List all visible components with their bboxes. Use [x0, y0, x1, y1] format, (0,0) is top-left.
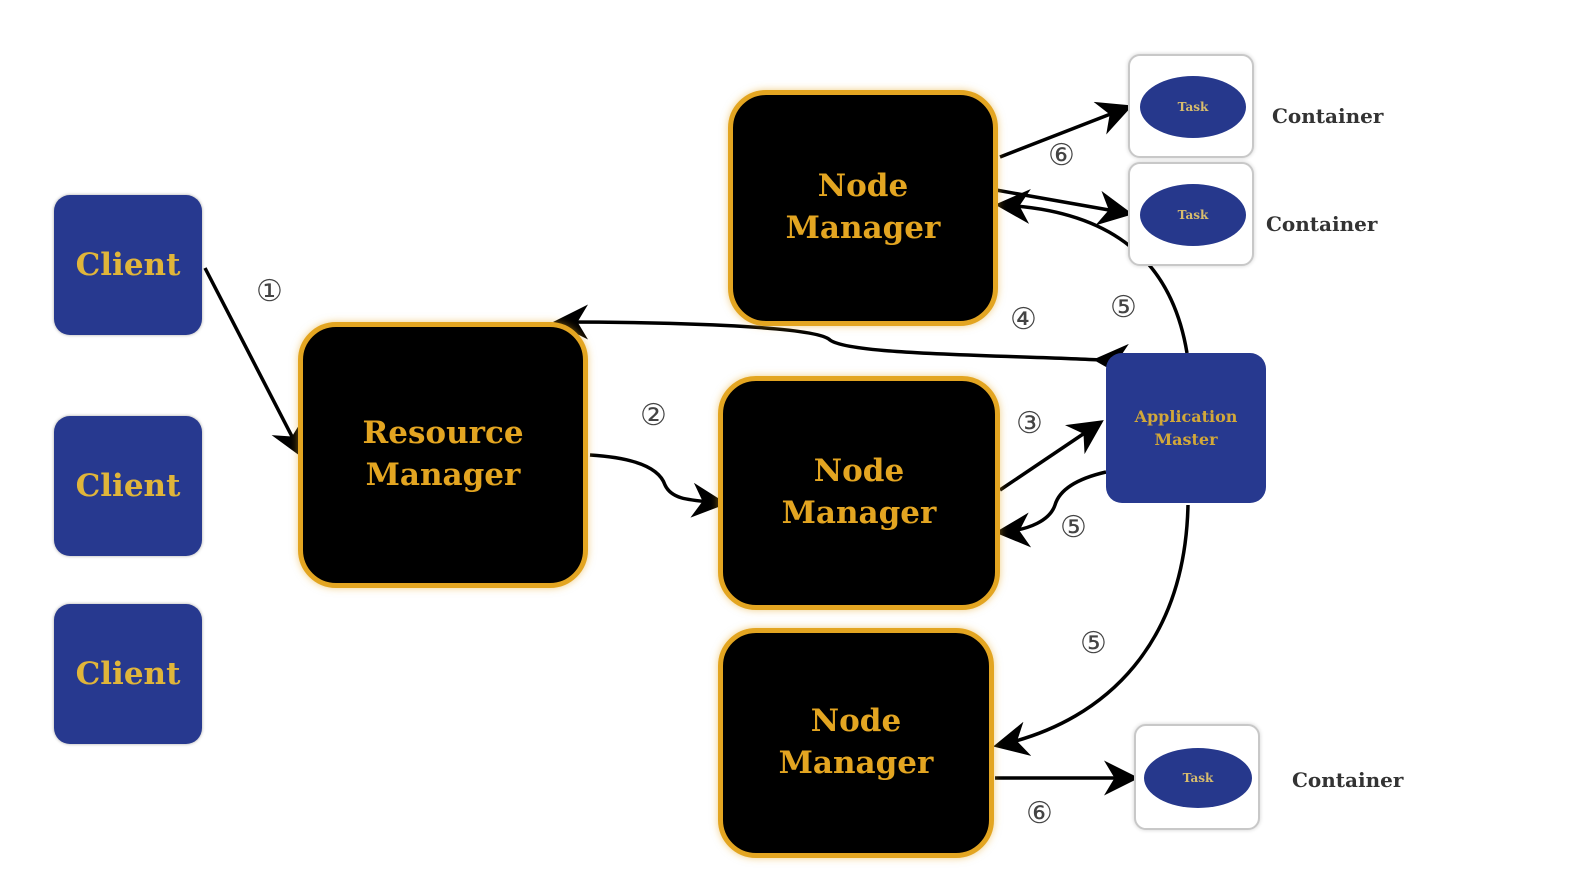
arrow-am-to-nm3 [993, 504, 1190, 756]
node-manager-box-1: Node Manager [728, 90, 998, 326]
task-ellipse: Task [1144, 748, 1252, 808]
task-label: Task [1177, 208, 1209, 222]
arrow-nm1-to-task1 [999, 101, 1133, 159]
container-box-2: Task [1128, 162, 1254, 266]
arrow-nm2-to-am [999, 420, 1104, 492]
arrow-client-to-rm [203, 267, 304, 459]
arrow-am-to-nm1 [995, 188, 1189, 354]
client-label: Client [75, 468, 181, 504]
step-number-1: ① [256, 274, 283, 309]
step-number-5: ⑤ [1080, 626, 1107, 661]
resource-manager-label: Resource Manager [362, 415, 524, 493]
step-number-4: ④ [1010, 302, 1037, 337]
client-box-1: Client [54, 195, 202, 335]
container-label: Container [1266, 212, 1378, 236]
step-number-6: ⑥ [1048, 138, 1075, 173]
client-box-2: Client [54, 416, 202, 556]
arrow-am-to-nm2 [995, 470, 1107, 548]
step-number-5: ⑤ [1110, 290, 1137, 325]
step-number-2: ② [640, 398, 667, 433]
client-label: Client [75, 247, 181, 283]
node-manager-box-3: Node Manager [718, 628, 994, 858]
container-box-1: Task [1128, 54, 1254, 158]
step-number-3: ③ [1016, 406, 1043, 441]
container-box-3: Task [1134, 724, 1260, 830]
arrow-rm-to-nm2 [589, 453, 727, 518]
node-manager-box-2: Node Manager [718, 376, 1000, 610]
node-manager-label: Node Manager [781, 453, 937, 531]
task-label: Task [1182, 771, 1214, 785]
step-number-5: ⑤ [1060, 510, 1087, 545]
resource-manager-box: Resource Manager [298, 322, 588, 588]
task-ellipse: Task [1140, 184, 1246, 246]
container-label: Container [1272, 104, 1384, 128]
step-number-6: ⑥ [1026, 796, 1053, 831]
arrow-nm1-to-task2 [995, 188, 1133, 226]
client-box-3: Client [54, 604, 202, 744]
task-label: Task [1177, 100, 1209, 114]
node-manager-label: Node Manager [778, 703, 934, 781]
arrow-rm-am-bidirectional [553, 304, 1129, 379]
client-label: Client [75, 656, 181, 692]
application-master-box: Application Master [1106, 353, 1266, 503]
container-label: Container [1292, 768, 1404, 792]
node-manager-label: Node Manager [785, 168, 941, 246]
application-master-label: Application Master [1134, 406, 1238, 449]
task-ellipse: Task [1140, 76, 1246, 138]
